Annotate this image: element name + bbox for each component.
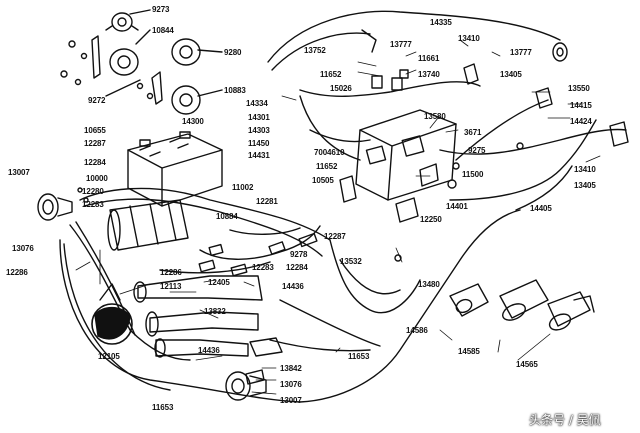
callout-label: 11450: [248, 139, 270, 148]
callout-label: 13550: [568, 84, 590, 93]
callout-label: 14300: [182, 117, 204, 126]
callout-label: 14415: [570, 101, 592, 110]
callout-label: 14585: [458, 347, 480, 356]
callout-label: 10505: [312, 176, 334, 185]
callout-label: 13076: [12, 244, 34, 253]
callout-label: 10000: [86, 174, 108, 183]
callout-label: 13480: [418, 280, 440, 289]
callout-label: 10655: [84, 126, 106, 135]
rear-lamps-top: [361, 29, 629, 170]
leader-lines: [75, 39, 601, 395]
callout-label: 13740: [418, 70, 440, 79]
callout-label: 12286: [6, 268, 28, 277]
callout-label: 10844: [152, 26, 174, 35]
callout-label: 14565: [516, 360, 538, 369]
dash-cluster: [339, 69, 457, 223]
callout-label: 14424: [570, 117, 592, 126]
callout-label: 14436: [198, 346, 220, 355]
callout-label: 12284: [286, 263, 308, 272]
callout-label: 14431: [248, 151, 270, 160]
callout-label: 13842: [280, 364, 302, 373]
trumpet-horns: [133, 275, 263, 358]
horn-coil: [91, 283, 133, 345]
callout-label: 14334: [246, 99, 268, 108]
callout-label: 9280: [224, 48, 242, 57]
headlamp-lower: [225, 371, 267, 401]
callout-label: 12105: [98, 352, 120, 361]
callout-label: 14303: [248, 126, 270, 135]
callout-label: 13007: [8, 168, 30, 177]
battery: [127, 131, 223, 207]
callout-label: 13777: [390, 40, 412, 49]
callout-label: 12284: [84, 158, 106, 167]
callout-label: 14586: [406, 326, 428, 335]
callout-label: 9272: [88, 96, 106, 105]
generator: [107, 199, 189, 251]
callout-label: 13076: [280, 380, 302, 389]
callout-label: 9278: [290, 250, 308, 259]
callout-label: 13752: [304, 46, 326, 55]
callout-label: 14401: [446, 202, 468, 211]
watermark-text: 头条号 / 吴佩: [529, 413, 601, 427]
callout-label: 11652: [316, 162, 338, 171]
callout-label: 9275: [468, 146, 486, 155]
callout-label: 12405: [208, 278, 230, 287]
callout-label: 3671: [464, 128, 482, 137]
callout-label: 13007: [280, 396, 302, 405]
callout-label: 10883: [224, 86, 246, 95]
callout-label: 12250: [420, 215, 442, 224]
callout-label: 13532: [340, 257, 362, 266]
callout-label: 14335: [430, 18, 452, 27]
callout-label: 12287: [324, 232, 346, 241]
callout-label: 13777: [510, 48, 532, 57]
callout-label: 13405: [574, 181, 596, 190]
callout-label: 9273: [152, 5, 170, 14]
headlamp-left: [37, 187, 89, 221]
callout-label: 12280: [82, 187, 104, 196]
callout-label: 11653: [152, 403, 174, 412]
callout-label: 14301: [248, 113, 270, 122]
callout-label: 13410: [458, 34, 480, 43]
callout-label: 13405: [500, 70, 522, 79]
callout-label: 11002: [232, 183, 254, 192]
callout-label: 11653: [348, 352, 370, 361]
callout-label: 12287: [84, 139, 106, 148]
callout-label: 12286: [160, 268, 182, 277]
rear-lenses: [449, 279, 595, 331]
horn-units-group: [60, 9, 223, 115]
callout-label: 14405: [530, 204, 552, 213]
callout-label: 12281: [256, 197, 278, 206]
callout-label: 13580: [424, 112, 446, 121]
callout-label: 15026: [330, 84, 352, 93]
callout-label: 12283: [82, 200, 104, 209]
callout-label: 12113: [160, 282, 182, 291]
callout-label: 11500: [462, 170, 484, 179]
callout-label: 14436: [282, 282, 304, 291]
main-harness: [59, 187, 331, 403]
callout-label: 7004610: [314, 148, 345, 157]
callout-label: 11652: [320, 70, 342, 79]
callout-label: 13410: [574, 165, 596, 174]
callout-label: 10884: [216, 212, 238, 221]
callout-label: 11661: [418, 54, 440, 63]
callout-label: 12283: [252, 263, 274, 272]
callout-label: 13832: [204, 307, 226, 316]
